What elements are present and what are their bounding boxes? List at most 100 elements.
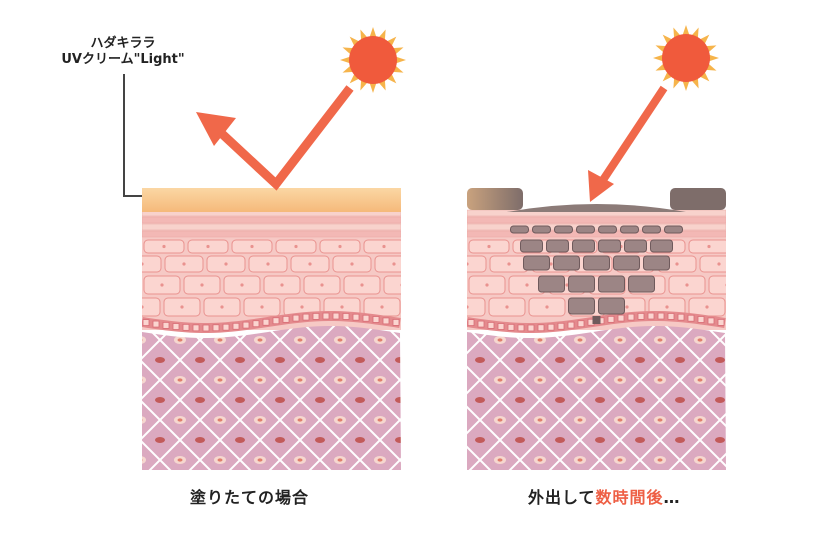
caption-right-prefix: 外出して <box>528 488 596 507</box>
cell-nucleus <box>675 262 679 266</box>
basal-cell <box>362 314 370 322</box>
cell-nucleus <box>707 244 711 249</box>
skin-section <box>142 209 401 470</box>
sun-ray <box>653 54 664 62</box>
caption-left: 塗りたての場合 <box>190 488 310 507</box>
cell-nucleus <box>260 305 264 309</box>
skin-section <box>467 204 726 470</box>
basal-cell <box>717 319 725 326</box>
product-label: ハダキララ UVクリーム"Light" <box>48 36 198 68</box>
arrowhead-icon <box>196 112 236 146</box>
sun-ray <box>386 73 397 84</box>
melanin-cell <box>553 255 580 271</box>
skin-cell <box>142 255 162 273</box>
cell-nucleus <box>350 262 354 266</box>
surface-bump <box>507 204 686 212</box>
melanin-cell <box>620 225 639 234</box>
basal-cell <box>172 323 180 330</box>
cell-nucleus <box>308 262 312 266</box>
basal-cell <box>487 321 495 329</box>
basal-cell <box>637 312 645 320</box>
label-leader-line <box>123 74 142 197</box>
basal-cell <box>262 318 270 326</box>
basal-cell <box>372 316 380 323</box>
cell-nucleus <box>224 262 228 266</box>
basal-cell <box>142 319 150 326</box>
basal-cell <box>252 320 260 328</box>
cell-nucleus <box>505 305 509 309</box>
basal-cell <box>152 320 160 328</box>
skin-cell <box>467 255 487 273</box>
basal-cell <box>392 319 400 326</box>
basal-cell <box>507 323 515 331</box>
cell-nucleus <box>685 283 689 287</box>
stratum-layer <box>467 216 726 224</box>
cell-nucleus <box>180 305 184 309</box>
caption-right: 外出して数時間後… <box>528 484 681 508</box>
basal-cell <box>697 316 705 323</box>
cell-nucleus <box>280 283 284 287</box>
melanin-cell <box>598 297 625 315</box>
sun-ray <box>682 25 690 36</box>
melanin-cell <box>554 225 573 234</box>
melanin-cell <box>546 239 569 253</box>
basal-cell <box>567 321 575 329</box>
basal-cell <box>222 323 230 331</box>
basal-cell <box>667 313 675 320</box>
dermis <box>467 326 726 470</box>
sun-icon-left <box>340 27 406 93</box>
skin-cell <box>699 255 726 273</box>
sun-ray <box>349 73 360 84</box>
sun-disc <box>349 36 397 84</box>
cell-nucleus <box>182 262 186 266</box>
basal-cell <box>332 312 340 320</box>
cell-nucleus <box>705 305 709 309</box>
skin-cell <box>142 297 161 317</box>
product-label-line1: ハダキララ <box>90 36 156 51</box>
melanin-cell <box>592 316 601 324</box>
basal-cell <box>627 313 635 321</box>
basal-cell <box>537 324 545 332</box>
reflected-uv-arrow <box>215 85 354 191</box>
cell-nucleus <box>545 305 549 309</box>
basal-cell <box>242 321 250 329</box>
melanin-cell <box>598 239 621 253</box>
cell-nucleus <box>382 244 386 249</box>
cell-nucleus <box>206 244 210 249</box>
sun-ray <box>699 71 710 82</box>
basal-cell <box>647 312 655 320</box>
cell-nucleus <box>525 283 529 287</box>
basal-cell <box>232 322 240 330</box>
basal-cell <box>687 314 695 322</box>
melanin-cell <box>523 255 550 271</box>
melanin-cell <box>576 225 595 234</box>
cell-nucleus <box>725 283 726 287</box>
cell-nucleus <box>266 262 270 266</box>
basal-cell <box>302 313 310 321</box>
stratum-layer <box>142 230 401 238</box>
basal-cell <box>272 317 280 325</box>
basal-cell <box>322 312 330 320</box>
basal-cell <box>352 313 360 321</box>
cell-nucleus <box>142 262 144 266</box>
cell-nucleus <box>717 262 721 266</box>
basal-cell <box>527 324 535 332</box>
basal-cell <box>477 320 485 328</box>
sun-ray <box>662 34 673 45</box>
melanin-cell <box>538 275 565 293</box>
stratum-layer <box>142 216 401 224</box>
skin-cell <box>383 275 401 295</box>
panel-right <box>467 204 726 470</box>
cell-nucleus <box>320 283 324 287</box>
product-label-line2: UVクリーム"Light" <box>61 52 185 67</box>
cell-nucleus <box>338 244 342 249</box>
cell-nucleus <box>400 283 401 287</box>
melanin-cell <box>583 255 610 271</box>
basal-cell <box>677 313 685 321</box>
cell-nucleus <box>392 262 396 266</box>
cell-nucleus <box>507 262 511 266</box>
cream-residue-left <box>467 188 523 210</box>
basal-cell <box>547 323 555 331</box>
basal-cell <box>182 323 190 331</box>
